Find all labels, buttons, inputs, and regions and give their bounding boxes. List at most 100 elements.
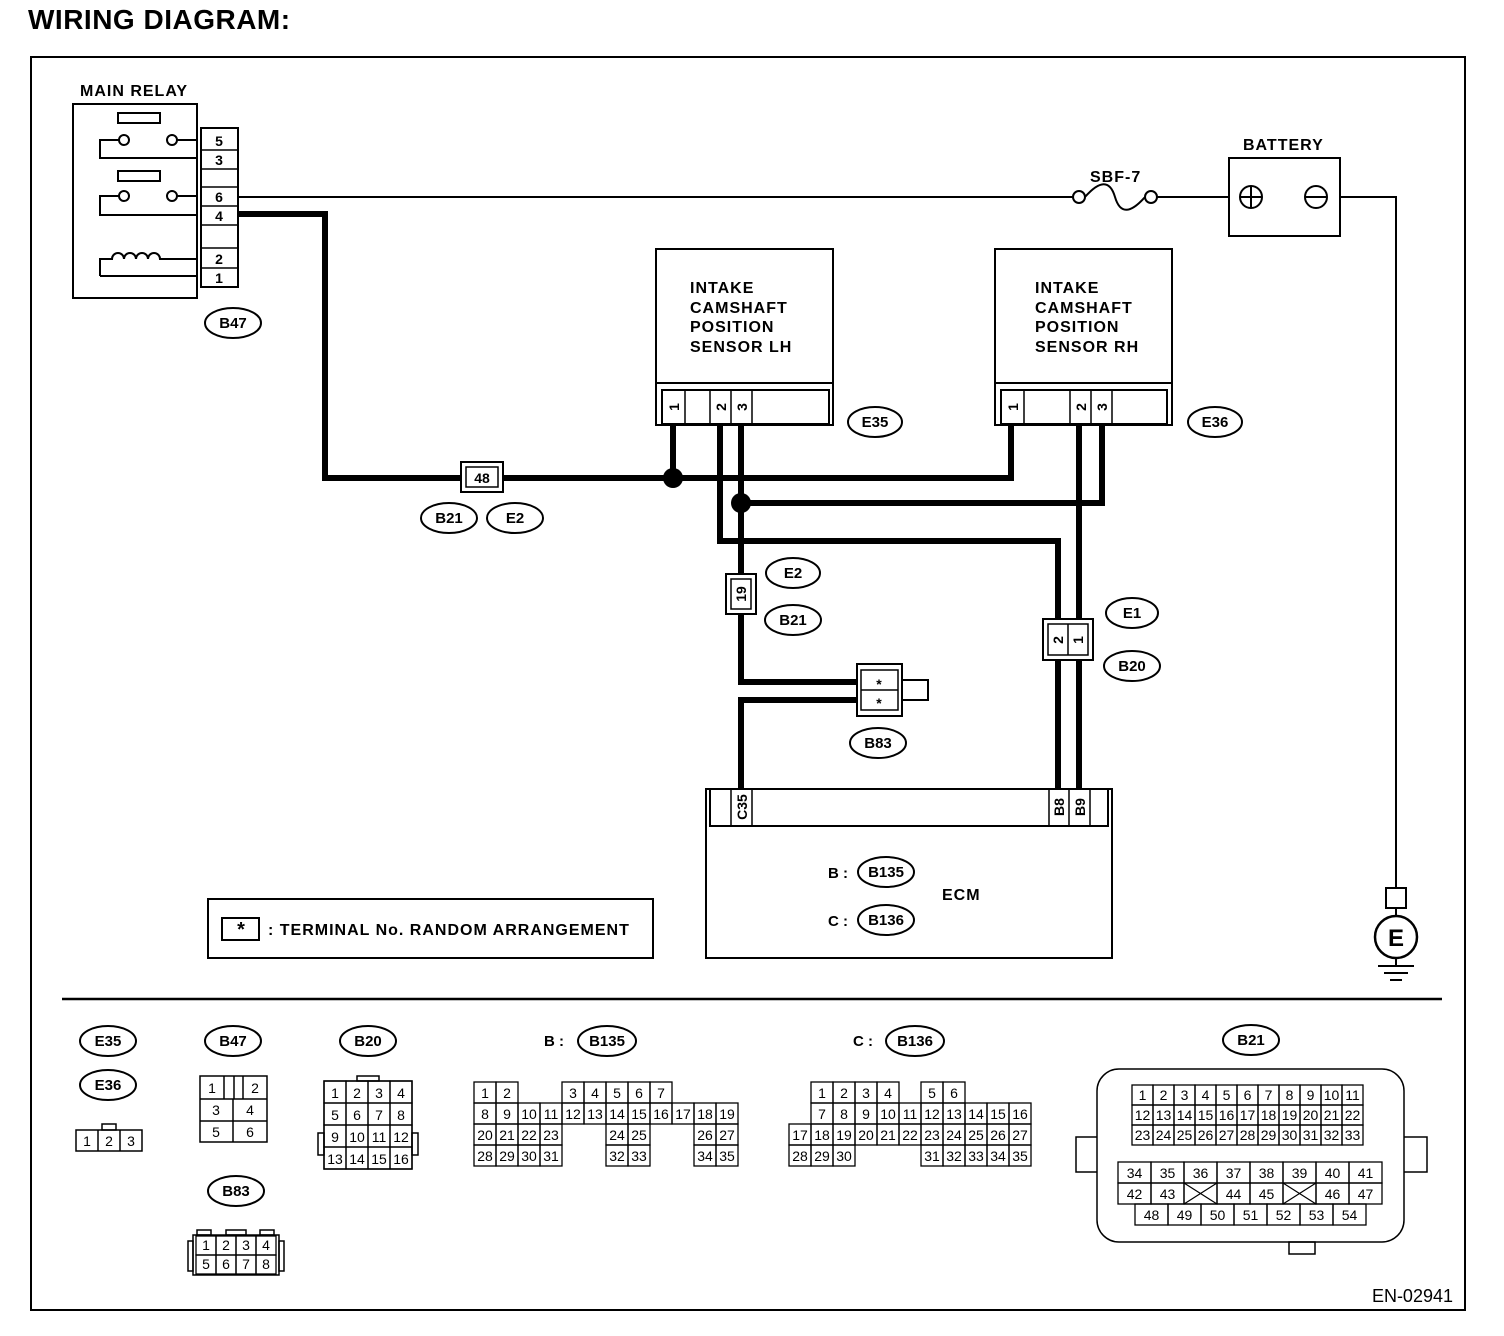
- intake-camshaft-sensor-lh: INTAKE CAMSHAFT POSITION SENSOR LH 1 2 3…: [655, 248, 903, 438]
- b47-cell: 1: [208, 1080, 216, 1096]
- joint-connector-48: 48 B21 E2: [420, 461, 544, 534]
- pin-label: 3: [1181, 1087, 1189, 1103]
- pin-label: 20: [1303, 1107, 1319, 1123]
- connector-tag: B20: [1118, 658, 1146, 675]
- pin-label: 14: [1177, 1107, 1193, 1123]
- pin-label: 16: [393, 1151, 409, 1167]
- pin-label: 23: [1135, 1127, 1151, 1143]
- sensor-lh-line: SENSOR LH: [690, 339, 792, 356]
- splice-point: [731, 493, 751, 513]
- pin-label: 26: [990, 1127, 1006, 1143]
- legend-symbol: *: [237, 919, 245, 941]
- fuse-label: SBF-7: [1090, 169, 1141, 186]
- pin-label: 6: [222, 1256, 230, 1272]
- pin-label: 28: [477, 1148, 493, 1164]
- pin-label: 37: [1226, 1165, 1242, 1181]
- pin-label: 4: [591, 1085, 599, 1101]
- pin-label: 20: [477, 1127, 493, 1143]
- pin-label: 4: [884, 1085, 892, 1101]
- pin-label: 29: [1261, 1127, 1277, 1143]
- connector-tag: E35: [862, 414, 889, 431]
- pin-cell: [715, 1144, 739, 1167]
- connector-tag: E35: [95, 1033, 122, 1050]
- pin-label: 16: [653, 1106, 669, 1122]
- pin-label: 22: [1345, 1107, 1361, 1123]
- pin-label: 2: [1160, 1087, 1168, 1103]
- pin-label: 3: [375, 1085, 383, 1101]
- pin-label: 23: [543, 1127, 559, 1143]
- pin-label: 34: [697, 1148, 713, 1164]
- ecm-pin: B8: [1051, 798, 1067, 816]
- e36-cell: 2: [105, 1133, 113, 1149]
- pin-label: 22: [902, 1127, 918, 1143]
- pin-label: 12: [565, 1106, 581, 1122]
- thick-wires: [238, 211, 1105, 790]
- pin-label: 1: [202, 1237, 210, 1253]
- connector-tag: E2: [506, 510, 524, 527]
- pin-label: 35: [719, 1148, 735, 1164]
- pin-label: 35: [1012, 1148, 1028, 1164]
- battery-label: BATTERY: [1243, 137, 1324, 154]
- pin-label: 3: [862, 1085, 870, 1101]
- ground-label: E: [1388, 925, 1404, 952]
- pin-label: 13: [946, 1106, 962, 1122]
- pin-cell: [1008, 1144, 1032, 1167]
- connector-tag: B21: [779, 612, 807, 629]
- pin-label: 27: [1219, 1127, 1235, 1143]
- relay-pin: 5: [215, 133, 223, 149]
- connector-tag: E36: [95, 1077, 122, 1094]
- pin-label: 13: [327, 1151, 343, 1167]
- ecm-pin: B9: [1072, 798, 1088, 816]
- pin-label: 21: [880, 1127, 896, 1143]
- pin-label: 11: [903, 1106, 918, 1122]
- pin-cell: [1332, 1203, 1367, 1226]
- ecm-conn-prefix: B :: [828, 865, 848, 882]
- connector-tag: E2: [784, 565, 802, 582]
- sensor-rh-line: POSITION: [1035, 319, 1119, 336]
- pin-label: 27: [719, 1127, 735, 1143]
- relay-pin: 3: [215, 152, 223, 168]
- pin-label: 4: [262, 1237, 270, 1253]
- e36-cell: 1: [83, 1133, 91, 1149]
- pin-label: 33: [631, 1148, 647, 1164]
- pin-label: 31: [924, 1148, 940, 1164]
- pin-label: 46: [1325, 1186, 1341, 1202]
- pin-label: 47: [1358, 1186, 1374, 1202]
- pin-label: 10: [521, 1106, 537, 1122]
- pin-label: 19: [1282, 1107, 1298, 1123]
- pin-label: 14: [349, 1151, 365, 1167]
- pin-label: 48: [1144, 1207, 1160, 1223]
- sensor-lh-pin: 3: [734, 403, 750, 411]
- connector-tag: B136: [868, 912, 904, 929]
- pin-label: 38: [1259, 1165, 1275, 1181]
- pin-label: 1: [481, 1085, 489, 1101]
- connector-tag: E36: [1202, 414, 1229, 431]
- joint-pin: 48: [474, 470, 490, 486]
- pin-label: 43: [1160, 1186, 1176, 1202]
- pin-label: 11: [372, 1129, 387, 1145]
- pin-label: 1: [331, 1085, 339, 1101]
- legend: * : TERMINAL No. RANDOM ARRANGEMENT: [207, 898, 654, 959]
- pin-label: 7: [1265, 1087, 1273, 1103]
- relay-pin: 2: [215, 251, 223, 267]
- joint-pin: 19: [733, 586, 749, 602]
- connector-tag: B135: [589, 1033, 625, 1050]
- pin-label: 20: [858, 1127, 874, 1143]
- connector-tag: B21: [435, 510, 463, 527]
- pin-cell: [389, 1146, 413, 1170]
- pin-label: 9: [503, 1106, 511, 1122]
- pin-label: 5: [331, 1107, 339, 1123]
- sensor-rh-line: CAMSHAFT: [1035, 300, 1133, 317]
- pin-label: 8: [262, 1256, 270, 1272]
- page-title: WIRING DIAGRAM:: [28, 4, 291, 35]
- pin-label: 2: [353, 1085, 361, 1101]
- pin-label: 33: [1345, 1127, 1361, 1143]
- pin-label: 24: [946, 1127, 962, 1143]
- pin-label: 33: [968, 1148, 984, 1164]
- sensor-rh-line: INTAKE: [1035, 280, 1099, 297]
- connector-tag: B136: [897, 1033, 933, 1050]
- pin-label: 7: [242, 1256, 250, 1272]
